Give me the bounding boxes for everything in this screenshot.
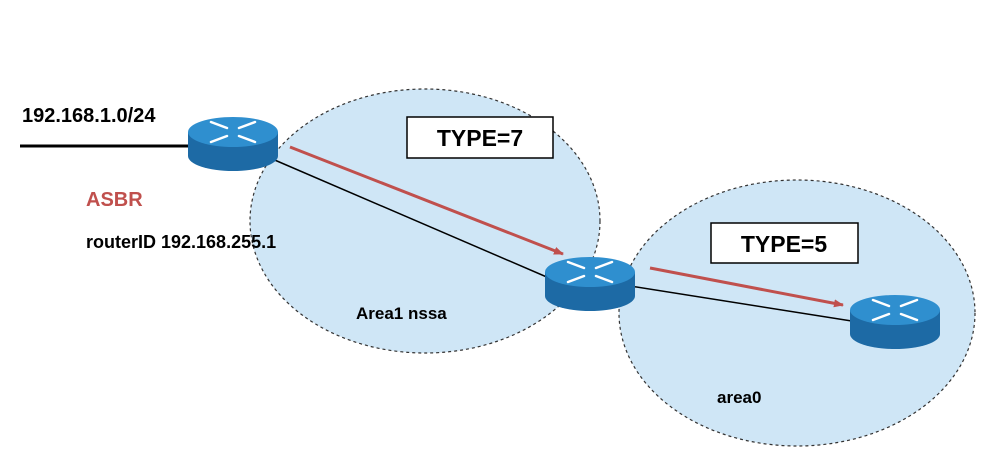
type5-label: TYPE=5 bbox=[741, 231, 828, 257]
type7-label: TYPE=7 bbox=[437, 125, 523, 151]
area0-router[interactable] bbox=[850, 295, 940, 349]
abr-router[interactable] bbox=[545, 257, 635, 311]
router-icon bbox=[188, 117, 278, 171]
type7-box bbox=[406, 116, 554, 159]
type7-lsa-arrow bbox=[289, 145, 564, 256]
network-label: 192.168.1.0/24 bbox=[22, 105, 156, 127]
abr-to-area0-link bbox=[629, 285, 859, 323]
type5-box bbox=[710, 222, 859, 264]
router-icon bbox=[545, 257, 635, 311]
type5-lsa-arrow bbox=[649, 266, 844, 308]
area1-label: Area1 nssa bbox=[356, 304, 447, 323]
asbr-router[interactable] bbox=[188, 117, 278, 171]
area0-label: area0 bbox=[717, 388, 761, 407]
asbr-to-abr-link bbox=[269, 157, 557, 282]
asbr-label: ASBR bbox=[86, 189, 143, 211]
router-icon bbox=[850, 295, 940, 349]
router-id-label: routerID 192.168.255.1 bbox=[86, 232, 276, 252]
